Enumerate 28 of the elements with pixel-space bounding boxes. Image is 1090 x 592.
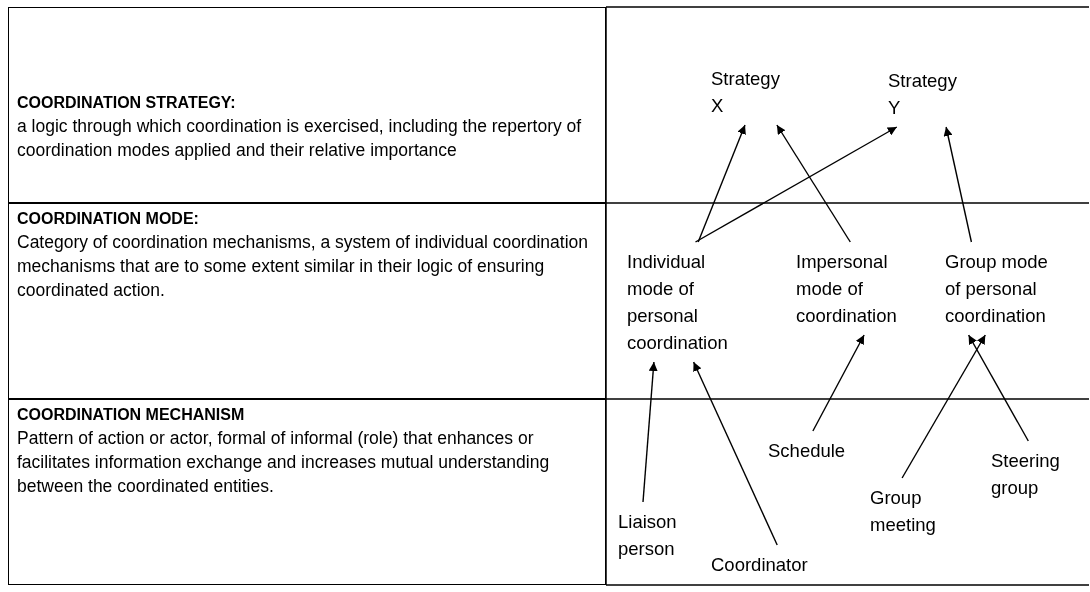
arrow: [694, 126, 898, 243]
concept-label: Group mode of personal coordination: [941, 242, 1052, 335]
concept-label: Group meeting: [866, 478, 942, 544]
concept-label: Liaison person: [614, 502, 683, 568]
row-description: Category of coordination mechanisms, a system of individual coordination mechanisms that are to some extent similar in their logic of ensuring coordinated action.: [17, 231, 589, 302]
concept-label: Coordinator: [707, 545, 814, 584]
table-cell: [8, 7, 606, 203]
arrow: [692, 361, 778, 546]
concept-label: Strategy X: [707, 59, 786, 125]
concept-label: Strategy Y: [884, 61, 963, 127]
arrow: [812, 334, 865, 432]
concept-label: Schedule: [764, 431, 852, 470]
row-description: a logic through which coordination is exercised, including the repertory of coordination modes applied and their relative importance: [17, 115, 583, 162]
concept-label: Steering group: [987, 441, 1066, 507]
arrow: [642, 361, 658, 503]
arrow: [697, 124, 746, 243]
concept-label: Individual mode of personal coordination: [623, 242, 734, 362]
concept-label: Impersonal mode of coordination: [792, 242, 903, 335]
table-cell: [8, 203, 606, 399]
table-cell: [8, 399, 606, 585]
arrow: [776, 124, 851, 243]
row-heading: COORDINATION STRATEGY:: [17, 93, 237, 113]
row-description: Pattern of action or actor, formal of informal (role) that enhances or facilitates information exchange and increases mutual understanding between the coordinated entities.: [17, 427, 551, 498]
row-heading: COORDINATION MECHANISM: [17, 405, 246, 425]
arrow: [967, 334, 1029, 442]
arrow: [901, 334, 986, 479]
row-heading: COORDINATION MODE:: [17, 209, 200, 229]
arrow: [943, 126, 973, 243]
